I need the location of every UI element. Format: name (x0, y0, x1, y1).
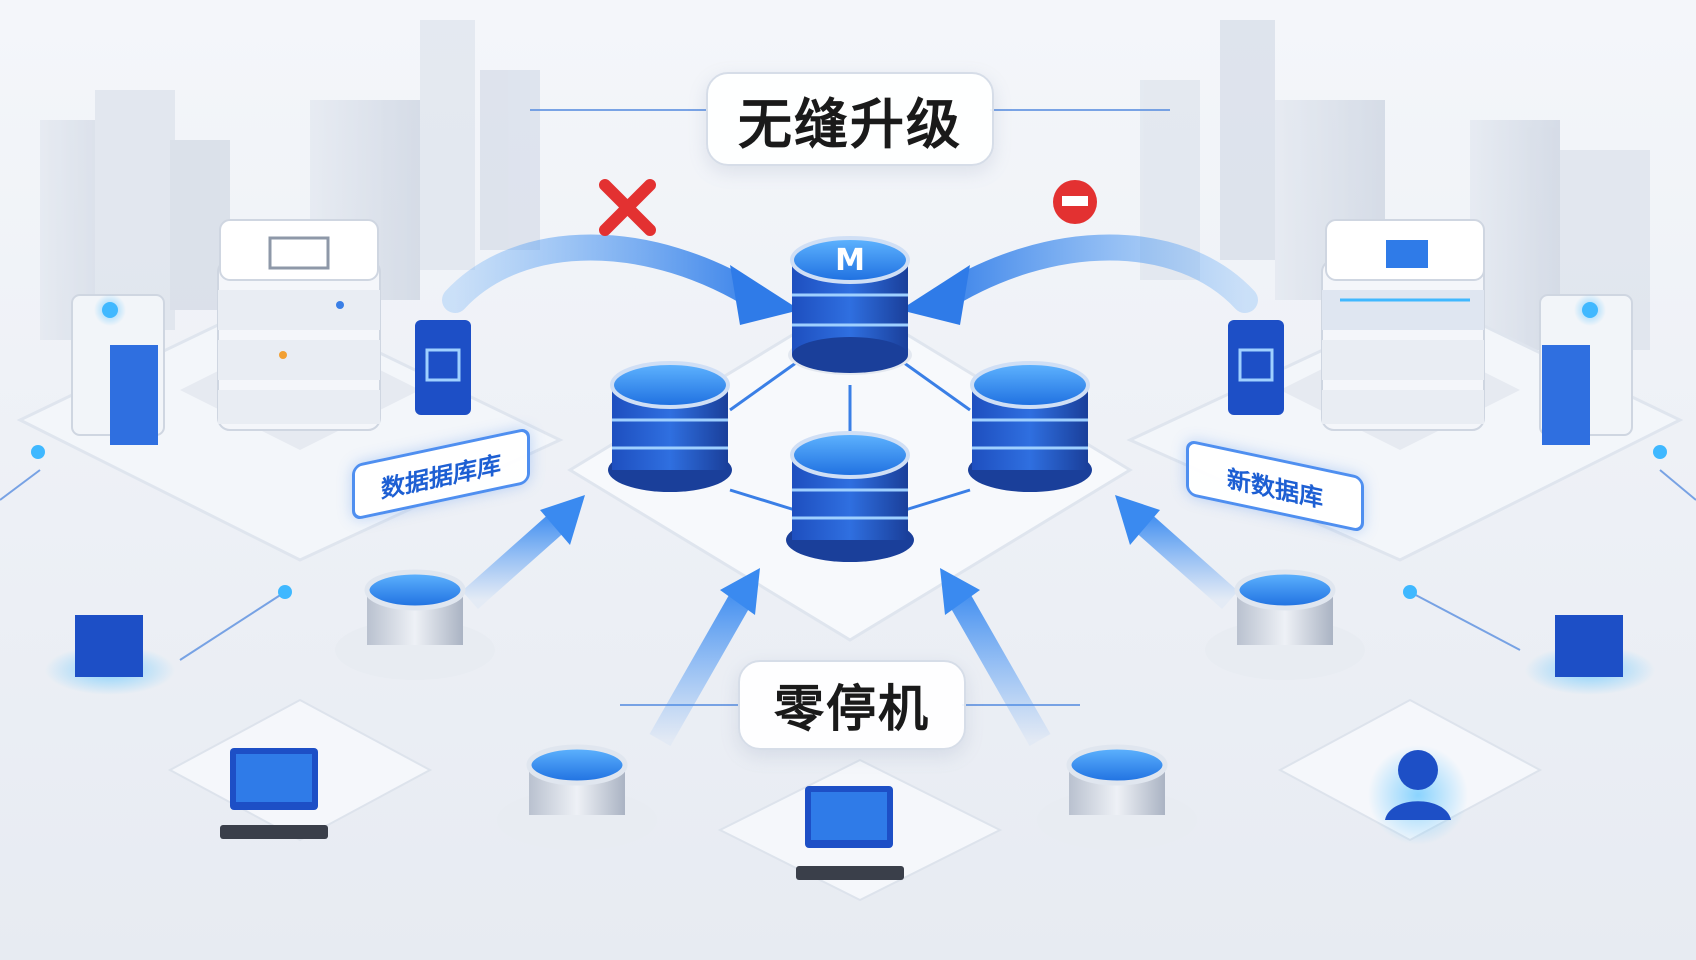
new-server-rack (1280, 219, 1520, 450)
red-logo-icon (1053, 180, 1097, 224)
client-db-left-upper (335, 569, 495, 680)
client-db-right-lower (1037, 744, 1197, 850)
old-server-rack (180, 219, 420, 450)
old-db-monitor (71, 294, 165, 445)
computer-icon-left (220, 748, 328, 839)
db-node-right (968, 361, 1092, 492)
network-dots (31, 445, 1667, 599)
arc-arrowhead-left (730, 265, 800, 325)
arc-arrowhead-right (900, 265, 970, 325)
subtitle-text: 零停机 (774, 680, 930, 738)
upward-arrows (462, 495, 1238, 746)
network-lines (0, 109, 1696, 706)
arc-arrow-right (927, 234, 1258, 313)
red-x-icon (599, 179, 656, 236)
old-db-chip (415, 320, 471, 415)
db-node-left (608, 361, 732, 492)
center-db-logo: M (835, 243, 865, 278)
cluster-links (729, 358, 971, 512)
new-db-monitor (1539, 294, 1633, 445)
user-avatar-icon (1368, 745, 1468, 845)
computer-icon-center (796, 786, 904, 880)
arc-arrow-left (442, 234, 773, 313)
cube-icon-right (1525, 615, 1655, 695)
db-node-top (788, 236, 912, 375)
client-db-right-upper (1205, 569, 1365, 680)
new-db-label-text: 新数据库 (1227, 464, 1323, 513)
title-badge: 无缝升级 (706, 72, 994, 166)
subtitle-badge: 零停机 (738, 660, 966, 750)
client-db-left-lower (497, 744, 657, 850)
cube-icon-left (45, 615, 175, 695)
db-node-center (786, 431, 914, 562)
new-db-chip (1228, 320, 1284, 415)
title-text: 无缝升级 (738, 92, 962, 156)
